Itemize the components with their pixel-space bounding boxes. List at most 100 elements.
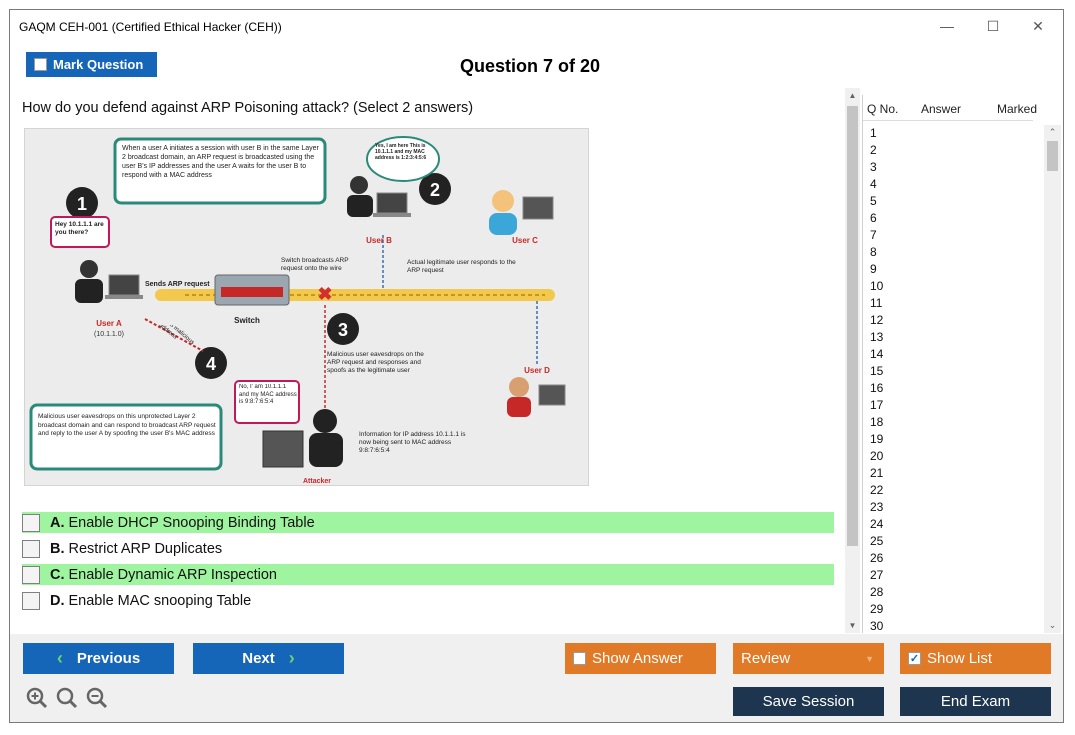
end-exam-button[interactable]: End Exam bbox=[900, 687, 1051, 716]
question-scrollbar[interactable]: ▲ ▼ bbox=[845, 88, 860, 633]
save-session-label: Save Session bbox=[762, 693, 855, 710]
scroll-down-icon[interactable]: ▼ bbox=[848, 621, 857, 630]
user-c-label: User C bbox=[512, 236, 538, 245]
user-b-figure bbox=[347, 176, 411, 217]
question-list-row[interactable]: 15 bbox=[870, 364, 884, 378]
review-dropdown[interactable]: Review ▼ bbox=[733, 643, 884, 674]
answer-d-text: Enable MAC snooping Table bbox=[68, 592, 252, 609]
zoom-reset-icon[interactable] bbox=[55, 686, 79, 710]
switch-device bbox=[214, 274, 290, 306]
list-scroll-thumb[interactable] bbox=[1047, 141, 1058, 171]
user-a-label: User A bbox=[96, 319, 122, 328]
question-list-row[interactable]: 7 bbox=[870, 228, 877, 242]
question-list-row[interactable]: 22 bbox=[870, 483, 884, 497]
title-bar: GAQM CEH-001 (Certified Ethical Hacker (… bbox=[10, 10, 1063, 42]
question-list-row[interactable]: 26 bbox=[870, 551, 884, 565]
end-exam-label: End Exam bbox=[940, 693, 1011, 710]
question-list-row[interactable]: 21 bbox=[870, 466, 884, 480]
answer-option-a[interactable]: A. Enable DHCP Snooping Binding Table bbox=[22, 512, 834, 533]
list-scroll-up-icon[interactable]: ⌃ bbox=[1048, 127, 1057, 137]
list-scroll-down-icon[interactable]: ⌄ bbox=[1048, 620, 1057, 630]
step4-text: Malicious user eavesdrops on this unprot… bbox=[38, 413, 216, 437]
answer-d-letter: D. bbox=[50, 592, 65, 609]
question-list-row[interactable]: 30 bbox=[870, 619, 884, 633]
question-list-row[interactable]: 11 bbox=[870, 296, 883, 310]
mark-question-checkbox[interactable] bbox=[34, 58, 47, 71]
zoom-out-icon[interactable] bbox=[85, 686, 109, 710]
next-button[interactable]: Next › bbox=[193, 643, 344, 674]
show-answer-button[interactable]: Show Answer bbox=[565, 643, 716, 674]
previous-button[interactable]: ‹ Previous bbox=[23, 643, 174, 674]
question-list-row[interactable]: 19 bbox=[870, 432, 884, 446]
question-list-row[interactable]: 12 bbox=[870, 313, 884, 327]
mark-question-label: Mark Question bbox=[53, 57, 144, 72]
app-window: GAQM CEH-001 (Certified Ethical Hacker (… bbox=[9, 9, 1064, 723]
attacker-label: Attacker bbox=[303, 478, 331, 485]
answer-option-b[interactable]: B. Restrict ARP Duplicates bbox=[22, 538, 834, 559]
question-scroll-thumb[interactable] bbox=[847, 106, 858, 546]
show-answer-checkbox[interactable] bbox=[573, 652, 586, 665]
answer-option-d[interactable]: D. Enable MAC snooping Table bbox=[22, 590, 834, 611]
answer-option-c[interactable]: C. Enable Dynamic ARP Inspection bbox=[22, 564, 834, 585]
question-list-row[interactable]: 6 bbox=[870, 211, 877, 225]
step4-box bbox=[29, 403, 223, 471]
question-list-row[interactable]: 9 bbox=[870, 262, 877, 276]
bubble4-text: No, I' am 10.1.1.1 and my MAC address is… bbox=[239, 384, 297, 405]
question-list-row[interactable]: 16 bbox=[870, 381, 884, 395]
info-text: Information for IP address 10.1.1.1 is n… bbox=[359, 431, 466, 454]
bubble4 bbox=[234, 380, 300, 424]
answer-b-checkbox[interactable] bbox=[22, 539, 40, 558]
question-list-row[interactable]: 4 bbox=[870, 177, 877, 191]
answer-a-checkbox[interactable] bbox=[22, 513, 40, 532]
zoom-in-icon[interactable] bbox=[25, 686, 49, 710]
question-list-row[interactable]: 24 bbox=[870, 517, 884, 531]
dropdown-arrow-icon: ▼ bbox=[865, 653, 874, 664]
answer-d-checkbox[interactable] bbox=[22, 591, 40, 610]
main-content: Mark Question Question 7 of 20 How do yo… bbox=[10, 42, 1063, 722]
question-list-row[interactable]: 23 bbox=[870, 500, 884, 514]
scroll-up-icon[interactable]: ▲ bbox=[848, 91, 857, 100]
question-list-row[interactable]: 14 bbox=[870, 347, 884, 361]
intercept-x-icon: ✖ bbox=[317, 284, 332, 304]
answer-c-letter: C. bbox=[50, 566, 65, 583]
question-list-row[interactable]: 18 bbox=[870, 415, 884, 429]
mark-question-button[interactable]: Mark Question bbox=[26, 52, 157, 77]
question-list-row[interactable]: 17 bbox=[870, 398, 884, 412]
previous-label: Previous bbox=[76, 650, 141, 667]
step1-badge: 1 bbox=[66, 187, 98, 219]
save-session-button[interactable]: Save Session bbox=[733, 687, 884, 716]
show-list-checkbox-checked-icon[interactable]: ✓ bbox=[908, 652, 921, 665]
question-list-row[interactable]: 27 bbox=[870, 568, 884, 582]
user-d-figure bbox=[507, 377, 566, 417]
step3-badge: 3 bbox=[327, 313, 359, 345]
question-list-row[interactable]: 2 bbox=[870, 143, 877, 157]
question-list-row[interactable]: 8 bbox=[870, 245, 877, 259]
question-list-row[interactable]: 25 bbox=[870, 534, 884, 548]
question-list-row[interactable]: 20 bbox=[870, 449, 884, 463]
step4-badge: 4 bbox=[195, 347, 227, 379]
answer-c-checkbox[interactable] bbox=[22, 565, 40, 584]
question-list-row[interactable]: 28 bbox=[870, 585, 884, 599]
answer-header: Answer bbox=[921, 102, 962, 116]
show-list-label: Show List bbox=[927, 650, 993, 667]
bubble2 bbox=[366, 136, 440, 182]
window-title: GAQM CEH-001 (Certified Ethical Hacker (… bbox=[19, 20, 282, 34]
question-list-row[interactable]: 13 bbox=[870, 330, 884, 344]
step1-text: When a user A initiates a session with u… bbox=[122, 145, 319, 179]
answer-c-text: Enable Dynamic ARP Inspection bbox=[68, 566, 278, 583]
review-label: Review bbox=[741, 650, 791, 667]
question-pane: How do you defend against ARP Poisoning … bbox=[19, 88, 845, 633]
question-list-row[interactable]: 29 bbox=[870, 602, 884, 616]
question-list-row[interactable]: 5 bbox=[870, 194, 877, 208]
minimize-button[interactable]: — bbox=[940, 18, 954, 34]
step3-text: Malicious user eavesdrops on the ARP req… bbox=[327, 351, 424, 374]
switch-label: Switch bbox=[234, 316, 260, 325]
maximize-button[interactable]: ☐ bbox=[986, 18, 1000, 34]
question-list-row[interactable]: 1 bbox=[870, 126, 877, 140]
close-button[interactable]: ✕ bbox=[1032, 18, 1044, 34]
question-list-scrollbar[interactable]: ⌃ ⌄ bbox=[1044, 125, 1061, 633]
question-list-row[interactable]: 10 bbox=[870, 279, 884, 293]
show-list-button[interactable]: ✓ Show List bbox=[900, 643, 1051, 674]
question-list-row[interactable]: 3 bbox=[870, 160, 877, 174]
